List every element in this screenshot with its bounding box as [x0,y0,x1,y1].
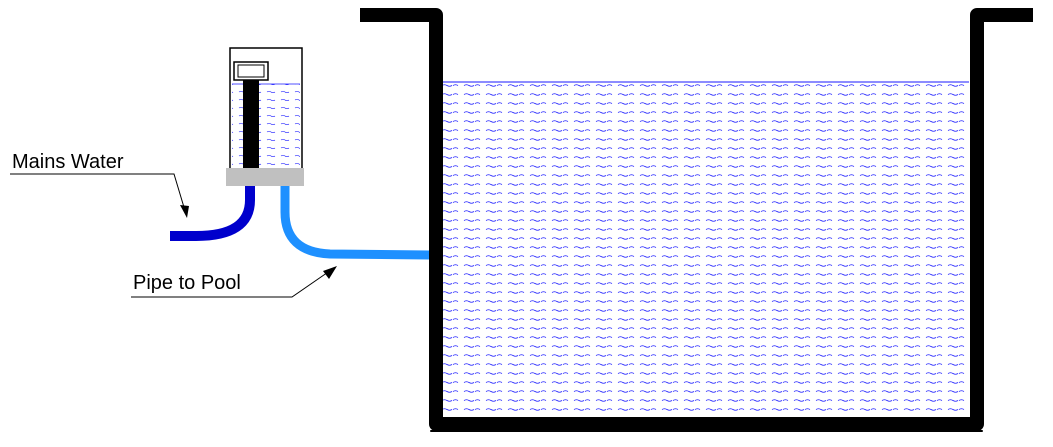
float-valve-icon [226,47,304,186]
pipe-to-pool-callout: Pipe to Pool [131,266,337,298]
mains-water-callout: Mains Water [10,151,189,218]
mains-water-label: Mains Water [12,151,124,173]
mains-water-pipe [170,184,255,241]
pipe-to-pool-label: Pipe to Pool [133,272,241,294]
pipe-to-pool [280,184,430,260]
pool-water [443,81,969,416]
pool-icon [360,8,1033,432]
